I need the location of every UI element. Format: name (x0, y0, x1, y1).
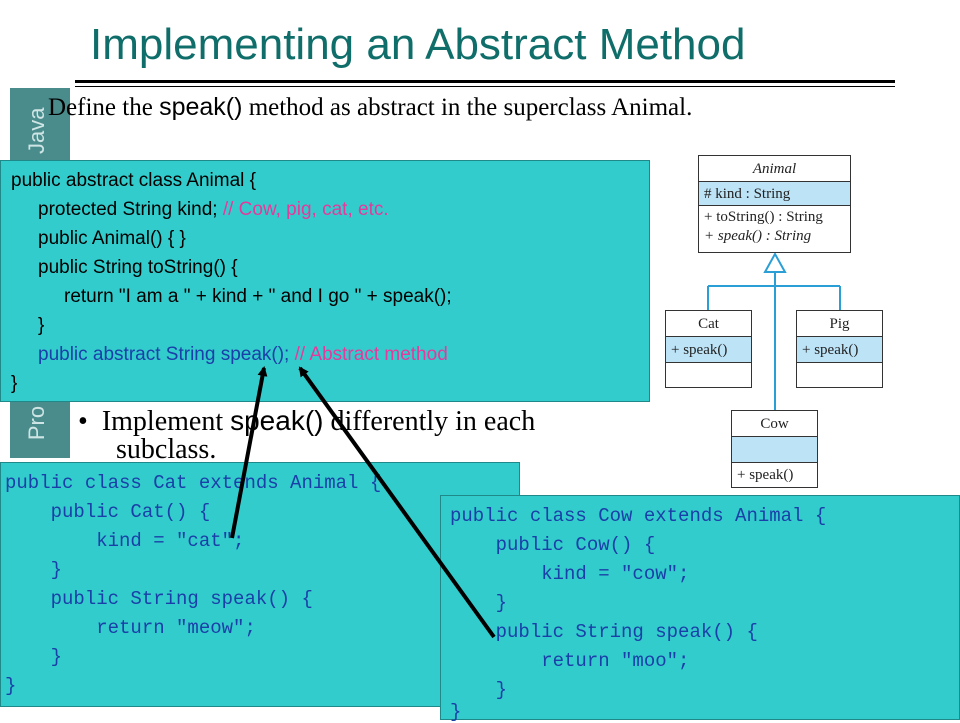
animal-line-5: return "I am a " + kind + " and I go " +… (64, 286, 452, 307)
uml-cat-class: Cat + speak() (665, 310, 752, 388)
arrow-cow-to-speak (298, 366, 496, 639)
uml-animal-class: Animal # kind : String + toString() : St… (698, 155, 851, 253)
subtitle: Define the speak() method as abstract in… (48, 93, 692, 122)
bullet-line-2: subclass. (116, 434, 217, 465)
bullet-line-1: • Implement speak() differently in each (78, 405, 535, 438)
uml-cat-name: Cat (666, 311, 751, 337)
cat-code-box: public class Cat extends Animal { public… (0, 462, 520, 707)
cat-line-1: public class Cat extends Animal { (5, 472, 382, 494)
bullet-symbol: • (78, 406, 88, 437)
cat-line-8: } (5, 675, 17, 697)
cow-line-1: public class Cow extends Animal { (450, 505, 827, 527)
uml-animal-op1: + toString() : String (704, 209, 823, 225)
uml-animal-name: Animal (699, 156, 850, 182)
subtitle-after: method as abstract in the superclass Ani… (242, 94, 693, 121)
uml-animal-attr: # kind : String (699, 182, 850, 206)
cow-line-4: } (450, 592, 508, 614)
animal-line-4: public String toString() { (38, 257, 238, 278)
uml-pig-class: Pig + speak() (796, 310, 883, 388)
animal-code-box: public abstract class Animal { protected… (0, 160, 650, 402)
title-rule-thin (75, 86, 895, 87)
uml-cow-empty (732, 437, 817, 463)
cat-line-7: } (5, 646, 63, 668)
title-rule-thick (75, 80, 895, 83)
animal-line-3: public Animal() { } (38, 228, 186, 249)
bullet-after: differently in each (323, 406, 536, 437)
cow-code-box: public class Cow extends Animal { public… (440, 495, 960, 723)
animal-line-1: public abstract class Animal { (11, 170, 257, 191)
animal-line-8: } (11, 373, 18, 394)
cat-line-3: kind = "cat"; (5, 530, 245, 552)
uml-cow-name: Cow (732, 411, 817, 437)
subtitle-before: Define the (48, 94, 160, 121)
uml-inheritance-arrowhead (763, 251, 787, 273)
cow-line-7: } (450, 679, 508, 701)
animal-line-2: protected String kind; // Cow, pig, cat,… (38, 199, 389, 221)
uml-animal-op2: + speak() : String (704, 228, 812, 244)
cow-line-3: kind = "cow"; (450, 563, 690, 585)
bullet-before: Implement (101, 406, 231, 437)
uml-pig-op: + speak() (797, 337, 882, 363)
cow-line-5: public String speak() { (450, 621, 758, 643)
uml-pig-name: Pig (797, 311, 882, 337)
bullet-method: speak() (230, 405, 324, 436)
cat-line-6: return "meow"; (5, 617, 256, 639)
animal-line-7: public abstract String speak(); // Abstr… (38, 344, 448, 366)
cat-line-4: } (5, 559, 63, 581)
uml-cow-op: + speak() (737, 467, 794, 483)
uml-cat-op: + speak() (666, 337, 751, 363)
animal-line-2-comment: // Cow, pig, cat, etc. (222, 199, 389, 220)
cow-line-6: return "moo"; (450, 650, 690, 672)
subtitle-method: speak() (159, 93, 243, 121)
animal-line-6: } (38, 315, 45, 336)
slide-title: Implementing an Abstract Method (90, 20, 746, 69)
animal-line-7-comment: // Abstract method (294, 344, 448, 365)
cat-line-5: public String speak() { (5, 588, 313, 610)
cow-line-2: public Cow() { (450, 534, 656, 556)
cat-line-2: public Cat() { (5, 501, 211, 523)
uml-cow-class: Cow + speak() (731, 410, 818, 488)
animal-line-7-code: public abstract String speak(); (38, 344, 290, 365)
uml-animal-ops: + toString() : String + speak() : String (699, 206, 850, 252)
cow-line-8: } (450, 701, 462, 723)
bullet-point: • Implement speak() differently in each … (78, 405, 535, 466)
arrow-cat-to-speak (230, 366, 268, 539)
animal-line-2-code: protected String kind; (38, 199, 218, 220)
